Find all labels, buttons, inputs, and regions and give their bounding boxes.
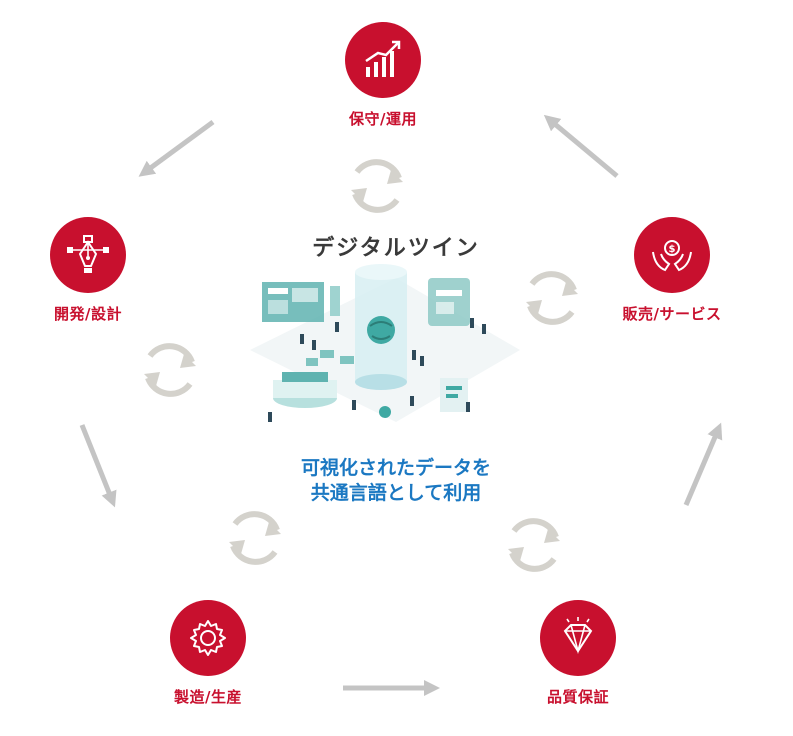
cycle-icon: [229, 514, 281, 562]
cycle-icon: [526, 274, 578, 322]
node-development-label: 開発/設計: [54, 305, 122, 323]
gear-icon: [190, 620, 226, 656]
growth-chart-icon: [365, 40, 401, 77]
center-caption-line-2: 共通言語として利用: [310, 481, 482, 504]
node-maintenance: 保守/運用: [313, 22, 453, 129]
center-caption: 可視化されたデータを 共通言語として利用: [196, 456, 596, 505]
node-quality: 品質保証: [508, 600, 648, 707]
node-quality-circle: [540, 600, 616, 676]
svg-text:$: $: [669, 244, 676, 255]
node-sales-label: 販売/サービス: [622, 305, 722, 323]
cycle-icon: [144, 346, 196, 394]
cycle-icon: [351, 162, 403, 210]
node-manufacturing-label: 製造/生産: [174, 688, 242, 706]
hands-coin-icon: $: [652, 240, 692, 272]
diamond-icon: [563, 617, 593, 655]
node-manufacturing-circle: [170, 600, 246, 676]
digital-twin-illustration: [250, 264, 520, 422]
flow-arrow-quality-to-sales: [683, 422, 723, 506]
node-maintenance-circle: [345, 22, 421, 98]
node-sales-circle: $: [634, 217, 710, 293]
flow-arrow-sales-to-maintenance: [543, 114, 619, 178]
node-maintenance-label: 保守/運用: [349, 110, 417, 128]
center-title: デジタルツイン: [312, 236, 480, 261]
node-quality-label: 品質保証: [546, 688, 609, 706]
center-caption-line-1: 可視化されたデータを: [300, 457, 491, 479]
node-manufacturing: 製造/生産: [138, 600, 278, 707]
flow-arrow-development-to-manufacturing: [79, 424, 117, 508]
node-development: 開発/設計: [18, 217, 158, 324]
cycle-icon: [508, 521, 560, 569]
node-development-circle: [50, 217, 126, 293]
node-sales: $ 販売/サービス: [602, 217, 742, 324]
pen-tool-icon: [67, 235, 109, 273]
flow-arrow-maintenance-to-development: [138, 119, 215, 177]
